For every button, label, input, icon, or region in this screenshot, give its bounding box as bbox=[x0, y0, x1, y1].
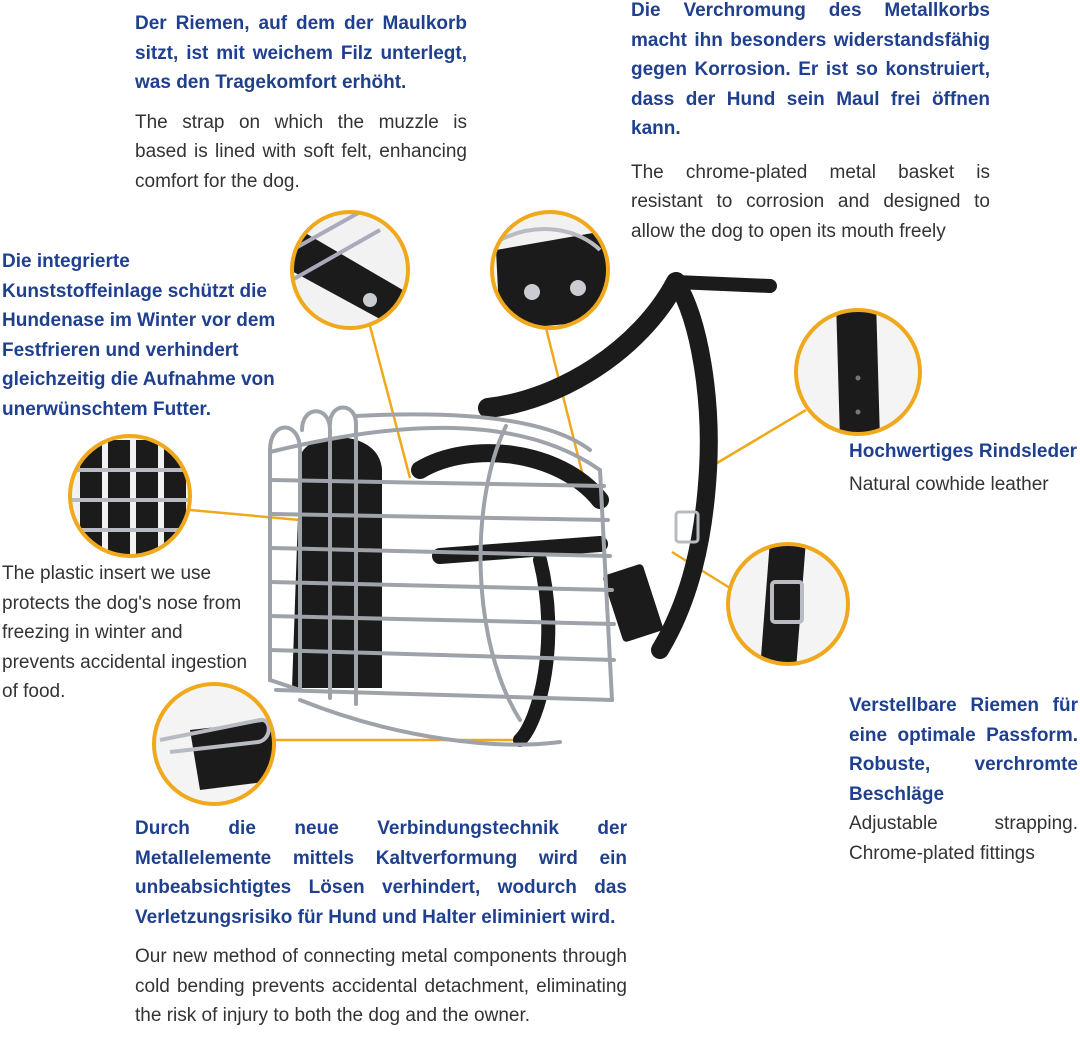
leather-strap bbox=[411, 272, 777, 747]
callout-bending-en: Our new method of connecting metal compo… bbox=[135, 946, 627, 1026]
chrome-cage bbox=[268, 405, 616, 747]
detail-chrome-rivet bbox=[492, 212, 608, 328]
callout-felt-en: The strap on which the muzzle is based i… bbox=[135, 111, 467, 192]
detail-cowhide-leather bbox=[796, 310, 920, 434]
detail-buckle bbox=[728, 544, 848, 664]
callout-chrome-de: Die Verchromung des Metallkorbs macht ih… bbox=[631, 0, 990, 139]
callout-leather: Hochwertiges Rindsleder Natural cowhide … bbox=[849, 437, 1079, 499]
detail-cold-bending bbox=[154, 684, 274, 804]
callout-straps-de: Verstellbare Riemen für eine optimale Pa… bbox=[849, 695, 1078, 805]
callout-chrome-en: The chrome-plated metal basket is resist… bbox=[631, 161, 990, 242]
callout-felt-de: Der Riemen, auf dem der Maulkorb sitzt, … bbox=[135, 13, 467, 93]
callout-bending: Durch die neue Verbindungstechnik der Me… bbox=[135, 814, 627, 1031]
plastic-insert bbox=[292, 437, 382, 688]
callout-leather-de: Hochwertiges Rindsleder bbox=[849, 441, 1078, 462]
callout-plastic-de-block: Die integrierte Kunststoffeinlage schütz… bbox=[2, 247, 280, 424]
callout-chrome: Die Verchromung des Metallkorbs macht ih… bbox=[631, 0, 990, 246]
callout-bending-de: Durch die neue Verbindungstechnik der Me… bbox=[135, 818, 627, 928]
callout-plastic-en: The plastic insert we use protects the d… bbox=[2, 563, 248, 702]
callout-plastic-de: Die integrierte Kunststoffeinlage schütz… bbox=[2, 251, 276, 420]
callout-straps: Verstellbare Riemen für eine optimale Pa… bbox=[849, 691, 1078, 868]
detail-plastic-insert bbox=[70, 436, 190, 556]
callout-straps-en: Adjustable strapping. Chrome-plated fitt… bbox=[849, 813, 1078, 864]
callout-plastic-en-block: The plastic insert we use protects the d… bbox=[2, 559, 250, 707]
callout-felt: Der Riemen, auf dem der Maulkorb sitzt, … bbox=[135, 9, 467, 196]
detail-felt-strap bbox=[292, 212, 408, 328]
callout-leather-en: Natural cowhide leather bbox=[849, 473, 1049, 495]
